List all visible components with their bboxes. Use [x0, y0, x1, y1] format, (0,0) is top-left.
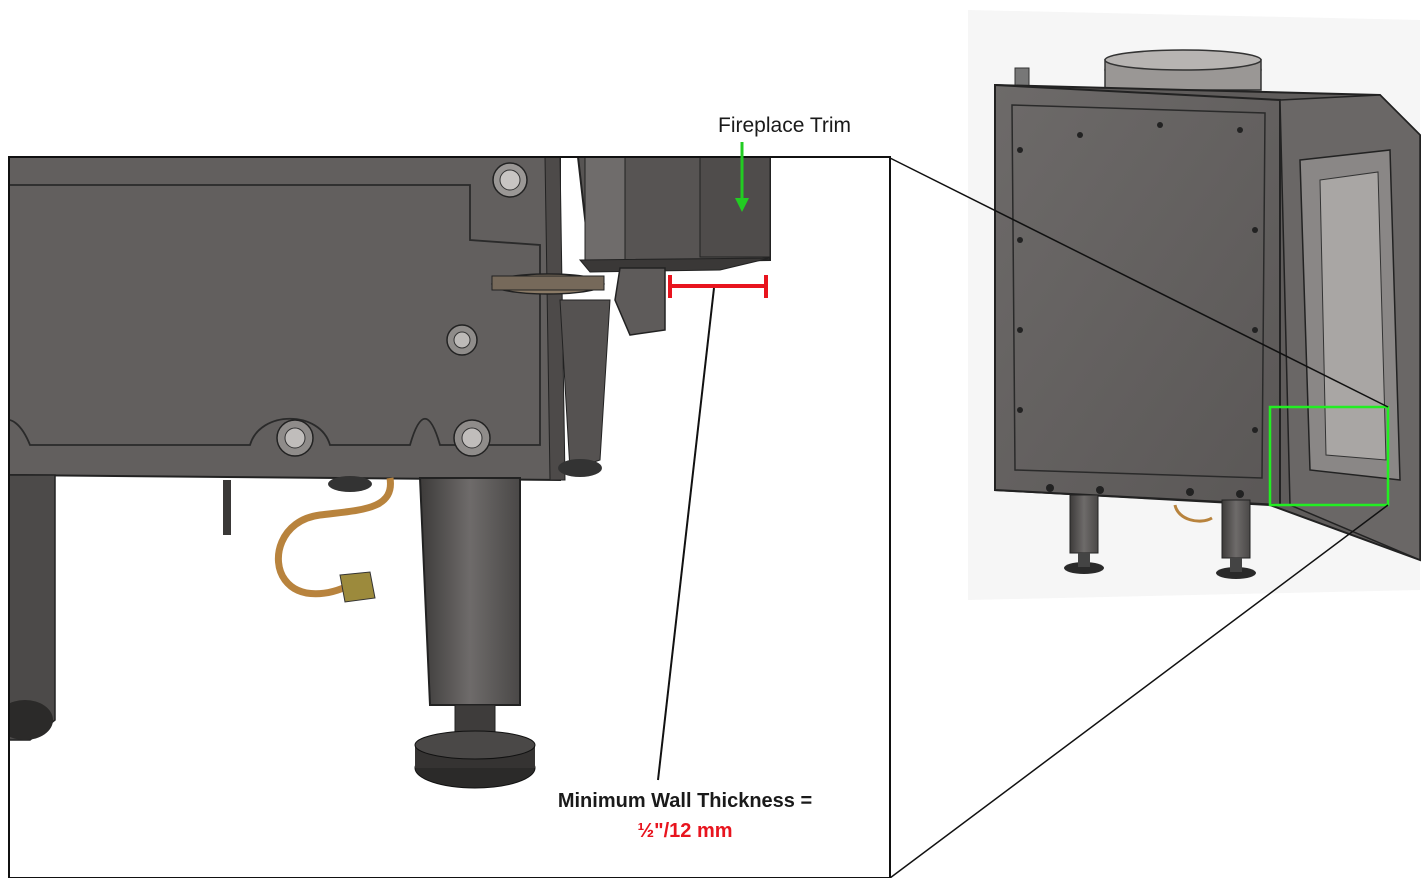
wall-thickness-dimension: [668, 275, 768, 298]
detail-frame: [8, 156, 891, 878]
detail-highlight-box: [1268, 405, 1390, 507]
dimension-leader-line: [657, 287, 715, 781]
min-wall-thickness-value: ½"/12 mm: [637, 820, 733, 842]
trim-arrow: [735, 142, 749, 212]
zoom-line-top: [889, 157, 1389, 408]
min-wall-thickness-text: Minimum Wall Thickness =: [557, 790, 813, 812]
min-wall-thickness-label: Minimum Wall Thickness = ½"/12 mm: [520, 786, 850, 846]
detail-view: [8, 156, 891, 878]
zoom-line-bottom: [889, 504, 1389, 878]
fireplace-trim-label: Fireplace Trim: [718, 114, 852, 137]
fireplace-overview: [968, 10, 1421, 600]
